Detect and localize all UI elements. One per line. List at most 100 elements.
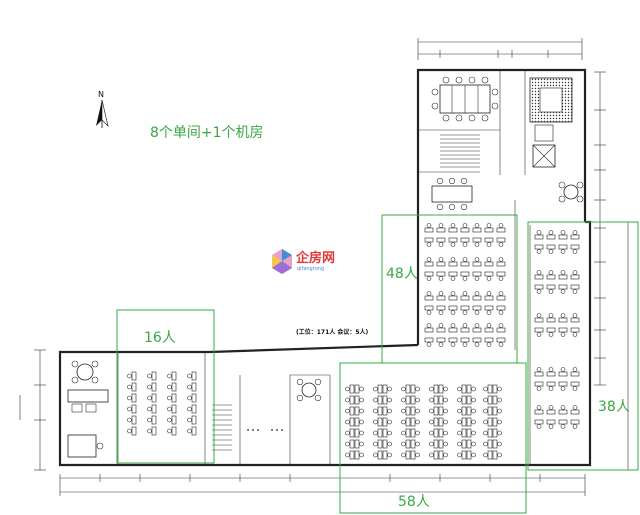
zone-48-label: 48人	[386, 266, 418, 282]
workstation	[436, 337, 446, 347]
workstation	[460, 291, 470, 301]
workstation	[460, 323, 470, 333]
workstation	[410, 450, 420, 460]
workstation	[429, 406, 439, 416]
workstation	[438, 428, 448, 438]
workstation	[460, 305, 470, 315]
left-dimension-chain	[19, 349, 46, 471]
workstation	[457, 439, 467, 449]
workstation	[147, 404, 157, 414]
workstation	[492, 395, 502, 405]
workstation	[570, 284, 580, 294]
workstation	[438, 395, 448, 405]
workstation	[472, 323, 482, 333]
workstation	[466, 439, 476, 449]
workstation	[436, 323, 446, 333]
workstation	[401, 406, 411, 416]
workstation	[354, 395, 364, 405]
workstation	[438, 450, 448, 460]
brand-watermark: 企房网 qifangtong	[272, 249, 335, 274]
workstation	[167, 415, 177, 425]
zone-58-outline	[339, 362, 527, 514]
workstation	[484, 291, 494, 301]
workstation	[492, 384, 502, 394]
workstation	[546, 244, 556, 254]
workstation	[492, 417, 502, 427]
workstation	[401, 450, 411, 460]
workstation	[373, 439, 383, 449]
workstation	[187, 415, 197, 425]
workstation	[483, 417, 493, 427]
workstation	[484, 271, 494, 281]
workstation	[410, 406, 420, 416]
workstation	[187, 426, 197, 436]
workstation	[483, 384, 493, 394]
workstation	[448, 237, 458, 247]
workstation	[410, 384, 420, 394]
north-arrow-icon: N	[96, 90, 109, 128]
workstation	[558, 244, 568, 254]
workstation	[492, 439, 502, 449]
workstation	[472, 337, 482, 347]
workstation	[345, 428, 355, 438]
workstation	[429, 395, 439, 405]
workstation	[534, 230, 544, 240]
workstation	[373, 450, 383, 460]
workstation	[484, 257, 494, 267]
workstation	[436, 257, 446, 267]
workstation	[546, 419, 556, 429]
workstation	[345, 384, 355, 394]
workstation	[570, 381, 580, 391]
workstation	[436, 305, 446, 315]
workstation	[448, 257, 458, 267]
workstation	[534, 270, 544, 280]
left-offices	[67, 360, 109, 458]
workstation	[457, 428, 467, 438]
workstation	[570, 367, 580, 377]
workstation	[373, 406, 383, 416]
workstation	[546, 230, 556, 240]
workstation	[147, 382, 157, 392]
workstation	[484, 337, 494, 347]
workstations-16	[127, 371, 197, 436]
top-dimension-chain	[417, 38, 583, 60]
zone-38-label: 38人	[598, 399, 630, 415]
workstation	[345, 395, 355, 405]
workstation	[424, 305, 434, 315]
workstation	[484, 305, 494, 315]
workstation	[546, 367, 556, 377]
workstation	[483, 395, 493, 405]
workstation	[167, 371, 177, 381]
workstation	[354, 384, 364, 394]
workstation	[187, 404, 197, 414]
workstation	[401, 384, 411, 394]
workstation	[534, 381, 544, 391]
workstation	[127, 382, 137, 392]
workstation	[484, 223, 494, 233]
workstation	[457, 384, 467, 394]
workstation	[127, 393, 137, 403]
workstation	[570, 313, 580, 323]
workstation	[483, 406, 493, 416]
workstations-48	[424, 223, 506, 347]
workstation	[187, 393, 197, 403]
workstation	[429, 428, 439, 438]
workstation	[436, 291, 446, 301]
workstation	[496, 223, 506, 233]
workstation	[466, 395, 476, 405]
workstation	[438, 384, 448, 394]
workstation	[373, 417, 383, 427]
workstation	[472, 257, 482, 267]
workstation	[438, 439, 448, 449]
workstation	[558, 270, 568, 280]
workstation	[424, 323, 434, 333]
north-label: N	[98, 90, 104, 99]
workstation	[167, 393, 177, 403]
workstation	[483, 428, 493, 438]
workstation	[410, 439, 420, 449]
server-room	[529, 77, 573, 123]
workstation	[492, 428, 502, 438]
workstation	[472, 291, 482, 301]
workstation	[546, 327, 556, 337]
